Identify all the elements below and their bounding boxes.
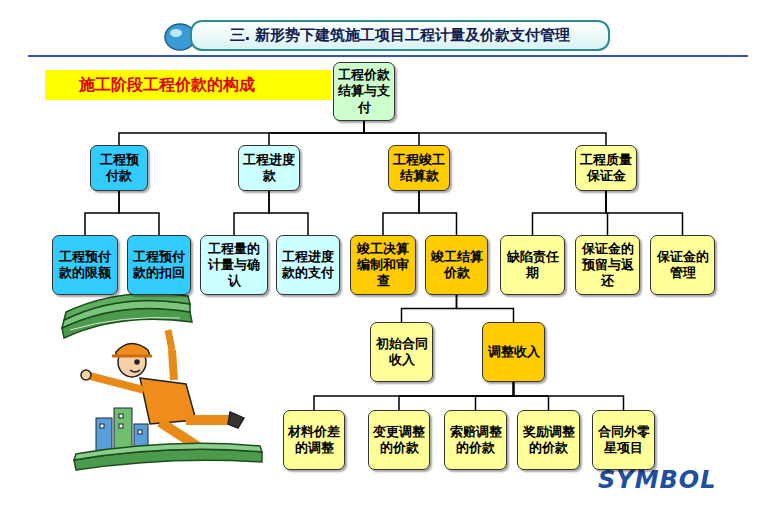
tree-box: 工程竣工结算款 — [388, 145, 450, 191]
title-banner: 三. 新形势下建筑施工项目工程计量及价款支付管理 — [190, 20, 610, 51]
tree-box: 工程价款结算与支付 — [333, 62, 395, 121]
tree-connector — [364, 121, 606, 145]
box-label: 初始合同收入 — [375, 336, 428, 369]
tree-connector — [402, 295, 457, 322]
tree-connector — [457, 295, 514, 322]
tree-connector — [119, 191, 159, 235]
box-label: 工程质量保证金 — [580, 152, 632, 185]
tree-box: 缺陷责任期 — [500, 235, 565, 295]
logo-text: SYMBOL — [598, 466, 717, 494]
box-label: 工程竣工结算款 — [393, 152, 445, 185]
box-label: 工程进度款的支付 — [281, 249, 335, 282]
box-label: 变更调整的价款 — [373, 424, 425, 457]
heading-band: 施工阶段工程价款的构成 — [45, 70, 331, 100]
tree-box: 竣工结算价款 — [425, 235, 488, 295]
tree-box: 合同外零星项目 — [592, 410, 655, 470]
box-label: 缺陷责任期 — [505, 249, 560, 282]
box-label: 工程量的计量与确认 — [205, 241, 263, 290]
box-label: 工程进度款 — [243, 152, 295, 185]
tree-connector — [514, 382, 624, 410]
box-label: 保证金的管理 — [655, 249, 710, 282]
box-label: 竣工决算编制和审查 — [355, 241, 411, 290]
tree-connector — [85, 191, 119, 235]
tree-box: 保证金的预留与返还 — [575, 235, 640, 295]
box-label: 索赔调整的价款 — [449, 424, 502, 457]
tree-box: 初始合同收入 — [370, 322, 433, 382]
tree-connector — [383, 191, 419, 235]
tree-box: 保证金的管理 — [650, 235, 715, 295]
tree-box: 工程量的计量与确认 — [200, 235, 268, 295]
tree-connector — [314, 382, 514, 410]
tree-connector — [234, 191, 269, 235]
title-text: 三. 新形势下建筑施工项目工程计量及价款支付管理 — [230, 26, 571, 45]
tree-box: 奖励调整的价款 — [517, 410, 580, 470]
money-stack — [62, 293, 192, 338]
tree-box: 材料价差的调整 — [283, 410, 345, 470]
tree-connector — [606, 191, 683, 235]
tree-box: 调整收入 — [482, 322, 545, 382]
tree-box: 工程进度款 — [238, 145, 300, 191]
money-board — [74, 443, 262, 470]
tree-connector — [419, 191, 457, 235]
header-rule — [28, 55, 748, 57]
box-label: 保证金的预留与返还 — [580, 241, 635, 290]
heading-text: 施工阶段工程价款的构成 — [79, 75, 255, 95]
box-label: 工程预付款的扣回 — [132, 249, 186, 282]
box-label: 工程预付款的限额 — [57, 249, 113, 282]
tree-connector — [399, 382, 514, 410]
box-label: 合同外零星项目 — [597, 424, 650, 457]
box-label: 调整收入 — [488, 344, 540, 360]
tree-box: 工程进度款的支付 — [276, 235, 340, 295]
box-label: 奖励调整的价款 — [522, 424, 575, 457]
tree-connector — [269, 191, 308, 235]
tree-box: 索赔调整的价款 — [444, 410, 507, 470]
tree-box: 工程预付款的限额 — [52, 235, 118, 295]
tree-box: 竣工决算编制和审查 — [350, 235, 416, 295]
box-label: 工程预付款 — [95, 152, 143, 185]
tree-connector — [269, 121, 364, 145]
box-label: 工程价款结算与支付 — [338, 67, 390, 116]
box-label: 材料价差的调整 — [288, 424, 340, 457]
tree-box: 变更调整的价款 — [368, 410, 430, 470]
header-icon-shine — [170, 29, 182, 37]
tree-box: 工程预付款的扣回 — [127, 235, 191, 295]
tree-connector — [476, 382, 514, 410]
box-label: 竣工结算价款 — [430, 249, 483, 282]
tree-connector — [533, 191, 607, 235]
tree-box: 工程质量保证金 — [575, 145, 637, 191]
worker-figure — [81, 330, 244, 456]
tree-connector — [119, 121, 364, 145]
tree-box: 工程预付款 — [90, 145, 148, 191]
